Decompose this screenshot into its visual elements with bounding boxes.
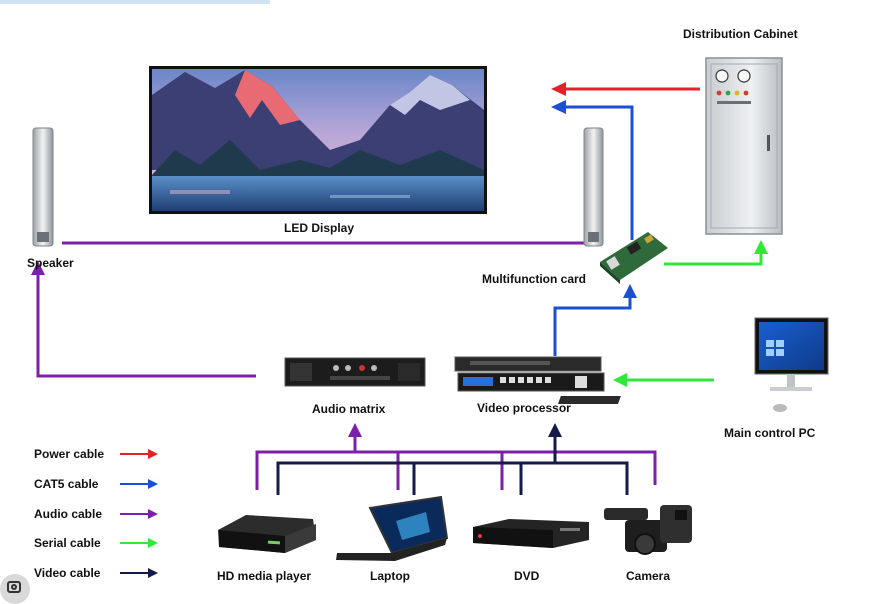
camera-label: Camera bbox=[626, 569, 671, 583]
video-processor-image bbox=[454, 356, 605, 392]
distribution-cabinet-label: Distribution Cabinet bbox=[683, 27, 798, 41]
distribution-cabinet-image bbox=[705, 57, 783, 235]
legend-audio-cable: Audio cable bbox=[34, 507, 103, 521]
audio-cable-to-speaker bbox=[31, 261, 256, 378]
speaker-left-image bbox=[32, 127, 54, 247]
audio-matrix-image bbox=[284, 357, 426, 387]
speaker-label: Speaker bbox=[27, 256, 74, 270]
multifunction-card-image bbox=[600, 232, 668, 284]
legend-cat5-cable: CAT5 cable bbox=[34, 477, 99, 491]
cat5-cable-line-2 bbox=[553, 284, 637, 356]
camera-image bbox=[604, 505, 692, 555]
google-lens-icon[interactable] bbox=[0, 574, 30, 604]
video-processor-label: Video processor bbox=[477, 401, 571, 415]
hd-media-player-image bbox=[218, 515, 316, 553]
serial-cable-line-pc bbox=[613, 373, 714, 387]
video-cable-bus bbox=[276, 423, 629, 495]
audio-matrix-label: Audio matrix bbox=[312, 402, 386, 416]
top-highlight-bar bbox=[0, 0, 270, 4]
legend-serial-cable: Serial cable bbox=[34, 536, 101, 550]
main-control-pc-image bbox=[557, 317, 829, 412]
multifunction-card-label: Multifunction card bbox=[482, 272, 586, 286]
power-cable-line bbox=[551, 82, 700, 96]
hd-media-player-label: HD media player bbox=[217, 569, 312, 583]
dvd-label: DVD bbox=[514, 569, 540, 583]
laptop-image bbox=[336, 495, 449, 561]
cat5-cable-line bbox=[551, 100, 634, 240]
audio-cable-bus bbox=[255, 423, 657, 490]
speaker-right-image bbox=[583, 127, 604, 247]
led-display-label: LED Display bbox=[284, 221, 355, 235]
led-display-image bbox=[149, 66, 487, 214]
dvd-player-image bbox=[473, 519, 589, 548]
main-control-pc-label: Main control PC bbox=[724, 426, 816, 440]
legend-power-cable: Power cable bbox=[34, 447, 105, 461]
laptop-label: Laptop bbox=[370, 569, 410, 583]
legend-arrows bbox=[120, 449, 158, 578]
serial-cable-line-cabinet bbox=[664, 240, 768, 266]
legend-video-cable: Video cable bbox=[34, 566, 101, 580]
